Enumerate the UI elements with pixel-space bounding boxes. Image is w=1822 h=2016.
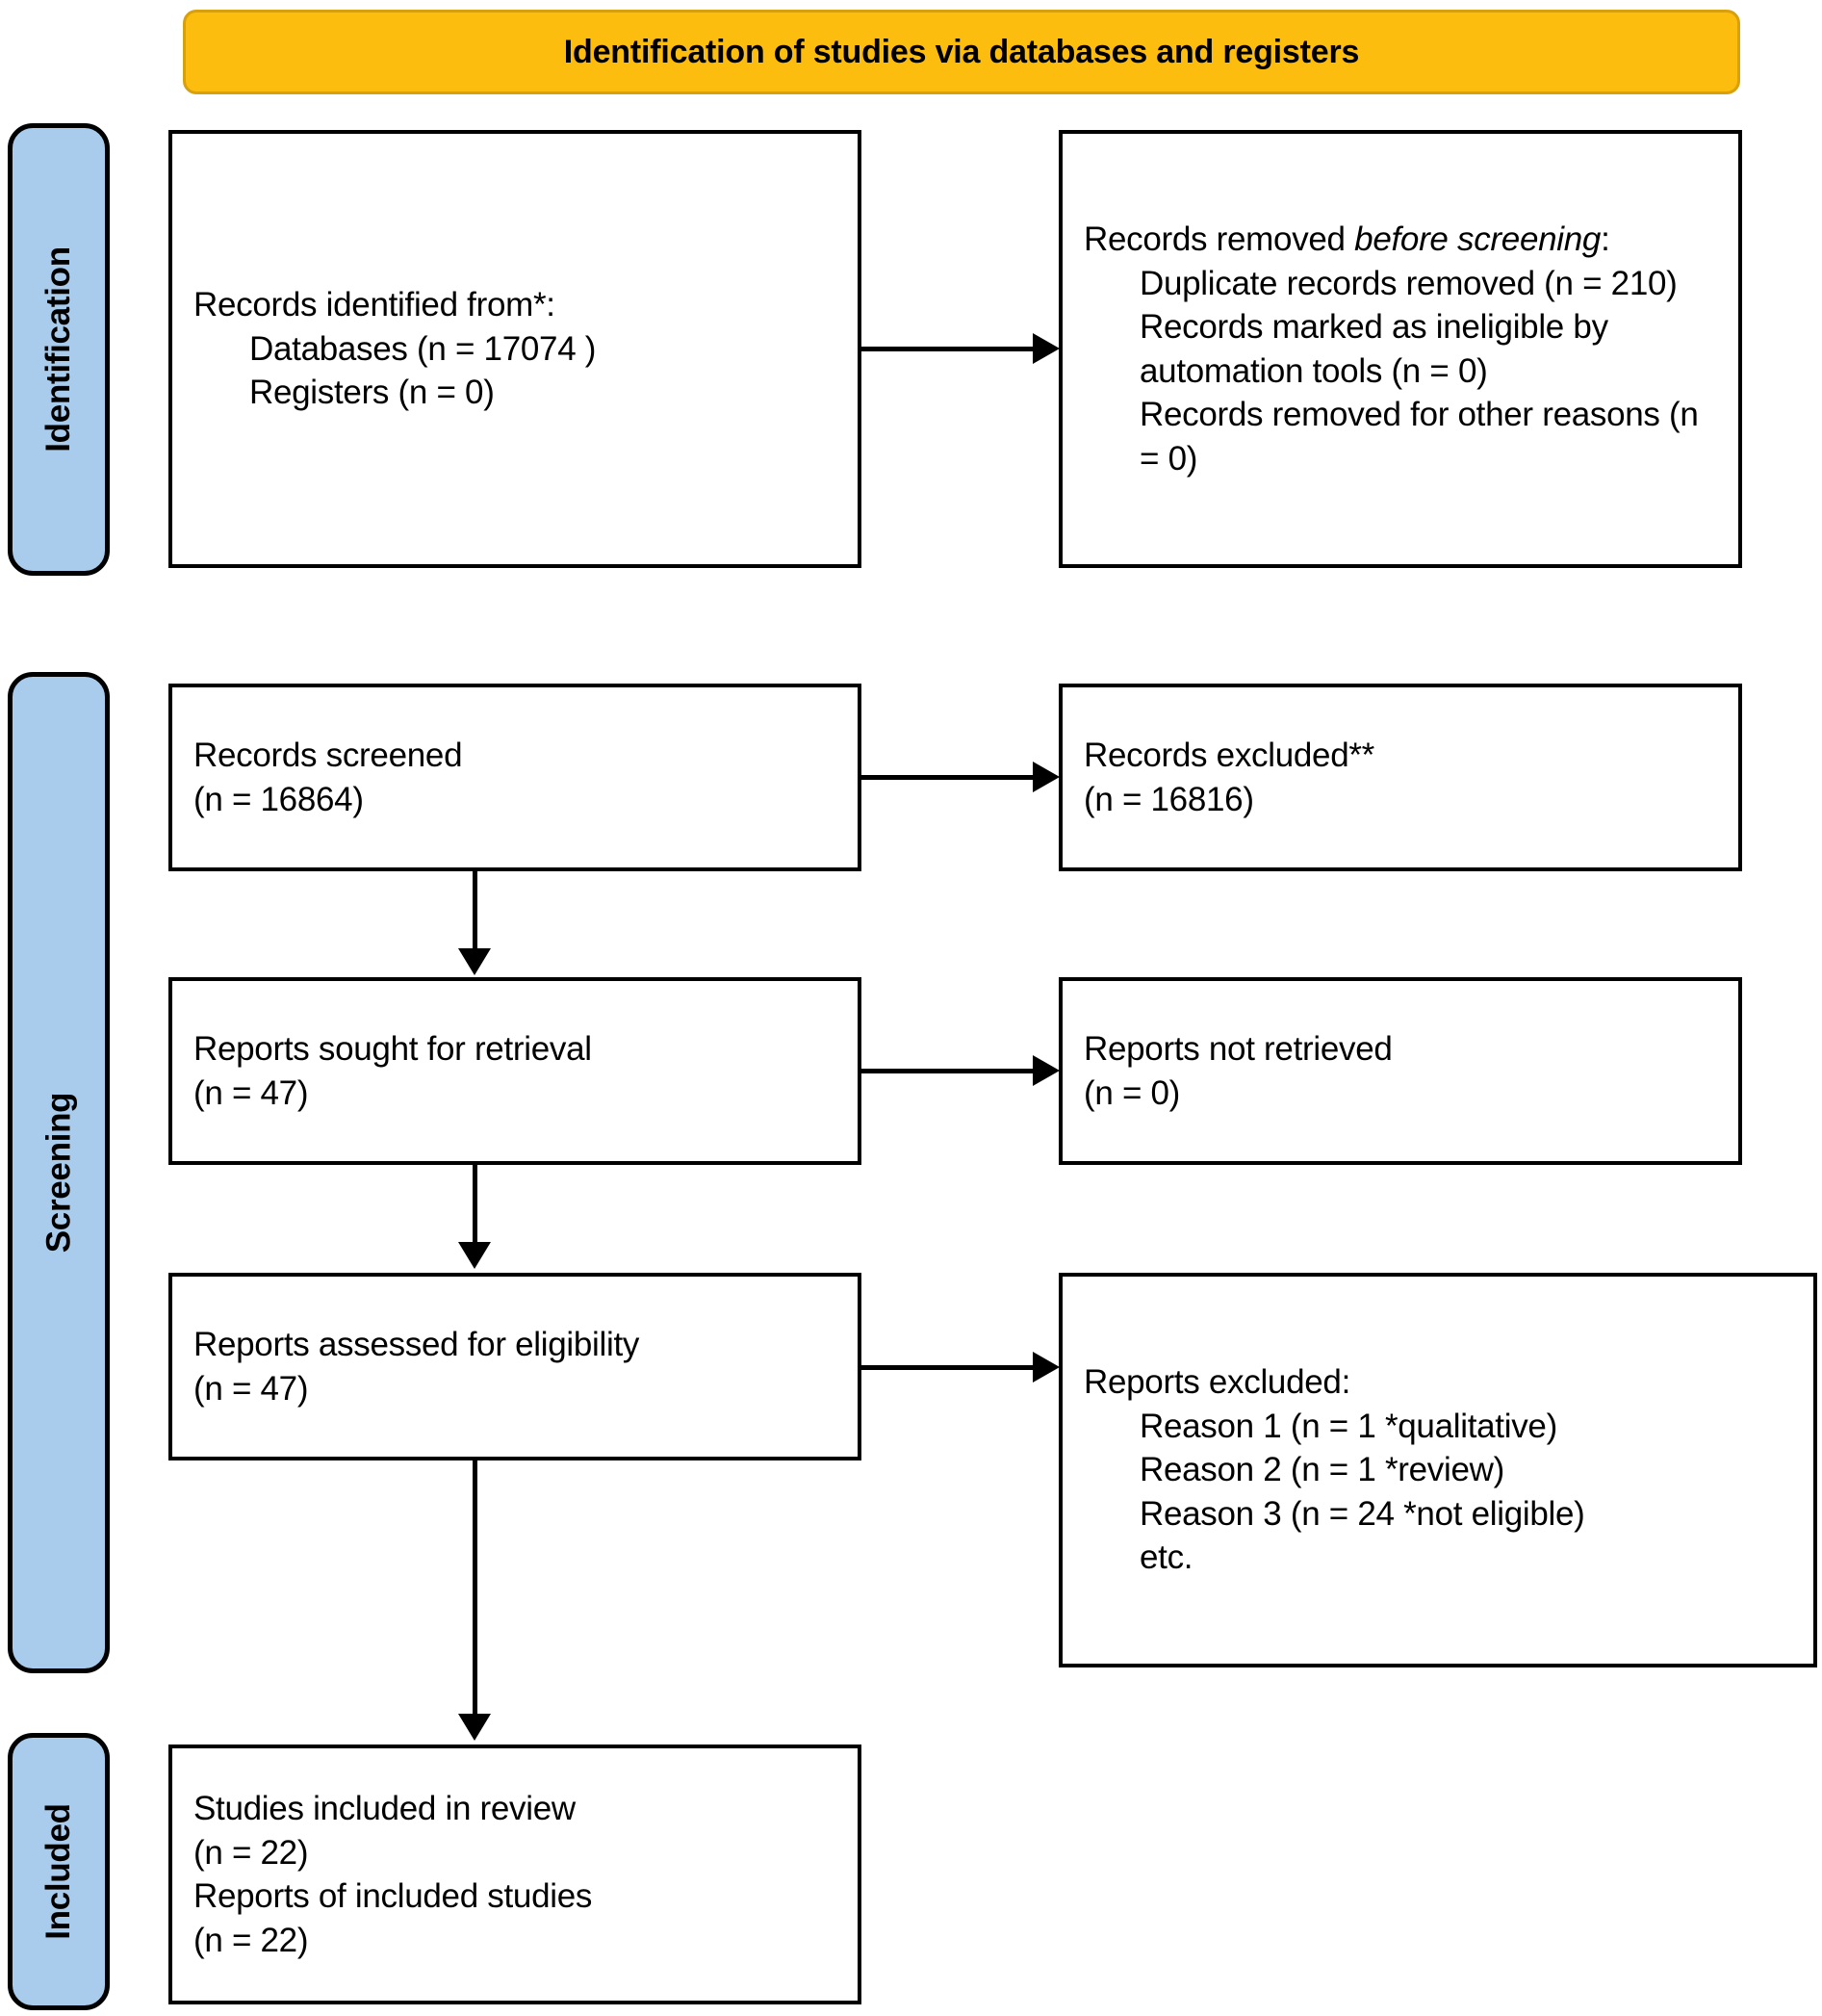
- records-screened-heading: Records screened: [193, 737, 463, 774]
- reports-sought-count: (n = 47): [193, 1073, 309, 1112]
- stage-label-screening: Screening: [8, 672, 110, 1673]
- stage-label-included: Included: [8, 1733, 110, 2010]
- records-screened-count: (n = 16864): [193, 780, 364, 818]
- records-removed-heading-prefix: Records removed: [1084, 220, 1355, 258]
- stage-label-identification: Identification: [8, 123, 110, 576]
- records-identified-registers: Registers (n = 0): [249, 374, 495, 412]
- reports-excluded-reason-2: Reason 2 (n = 1 *review): [1140, 1451, 1504, 1489]
- reports-not-retrieved-heading: Reports not retrieved: [1084, 1030, 1393, 1068]
- box-records-screened: Records screened (n = 16864): [168, 684, 861, 871]
- diagram-title-banner: Identification of studies via databases …: [183, 10, 1740, 94]
- records-removed-heading: Records removed before screening:: [1084, 218, 1717, 262]
- arrow-identified-to-removed: [861, 333, 1060, 364]
- box-studies-included-in-review: Studies included in review (n = 22) Repo…: [168, 1745, 861, 2004]
- records-identified-databases: Databases (n = 17074 ): [249, 329, 597, 368]
- arrow-sought-to-not-retrieved: [861, 1055, 1060, 1086]
- studies-included-heading: Studies included in review: [193, 1790, 576, 1827]
- stage-label-included-text: Included: [39, 1803, 77, 1940]
- records-excluded-heading: Records excluded**: [1084, 737, 1374, 774]
- arrow-assessed-to-included: [458, 1460, 491, 1741]
- records-removed-heading-italic: before screening: [1354, 220, 1602, 258]
- reports-not-retrieved-count: (n = 0): [1084, 1073, 1181, 1112]
- reports-excluded-heading: Reports excluded:: [1084, 1363, 1351, 1402]
- reports-of-included-studies-heading: Reports of included studies: [193, 1877, 593, 1915]
- reports-excluded-reason-3: Reason 3 (n = 24 *not eligible): [1140, 1494, 1585, 1533]
- reports-sought-heading: Reports sought for retrieval: [193, 1030, 592, 1068]
- reports-excluded-reason-1: Reason 1 (n = 1 *qualitative): [1140, 1407, 1557, 1445]
- records-removed-automation: Records marked as ineligible by automati…: [1140, 308, 1608, 390]
- arrow-screened-to-excluded: [861, 762, 1060, 792]
- box-reports-excluded: Reports excluded: Reason 1 (n = 1 *quali…: [1059, 1273, 1817, 1667]
- records-excluded-count: (n = 16816): [1084, 780, 1254, 818]
- studies-included-count: (n = 22): [193, 1833, 309, 1872]
- box-reports-sought-for-retrieval: Reports sought for retrieval (n = 47): [168, 977, 861, 1165]
- stage-label-identification-text: Identification: [39, 246, 78, 452]
- reports-excluded-etc: etc.: [1140, 1538, 1193, 1577]
- arrow-sought-to-assessed: [458, 1165, 491, 1269]
- stage-label-screening-text: Screening: [39, 1092, 77, 1254]
- records-removed-duplicates: Duplicate records removed (n = 210): [1140, 264, 1678, 302]
- reports-assessed-heading: Reports assessed for eligibility: [193, 1326, 640, 1363]
- records-removed-heading-suffix: :: [1601, 220, 1610, 258]
- box-records-excluded: Records excluded** (n = 16816): [1059, 684, 1742, 871]
- box-reports-not-retrieved: Reports not retrieved (n = 0): [1059, 977, 1742, 1165]
- box-reports-assessed-for-eligibility: Reports assessed for eligibility (n = 47…: [168, 1273, 861, 1460]
- box-records-identified: Records identified from*: Databases (n =…: [168, 130, 861, 568]
- reports-of-included-studies-count: (n = 22): [193, 1921, 309, 1959]
- records-identified-heading: Records identified from*:: [193, 286, 555, 324]
- arrow-screened-to-sought: [458, 871, 491, 975]
- records-removed-other: Records removed for other reasons (n = 0…: [1140, 396, 1699, 478]
- box-records-removed-before-screening: Records removed before screening: Duplic…: [1059, 130, 1742, 568]
- diagram-title: Identification of studies via databases …: [563, 33, 1360, 70]
- reports-assessed-count: (n = 47): [193, 1369, 309, 1408]
- arrow-assessed-to-reports-excluded: [861, 1352, 1060, 1383]
